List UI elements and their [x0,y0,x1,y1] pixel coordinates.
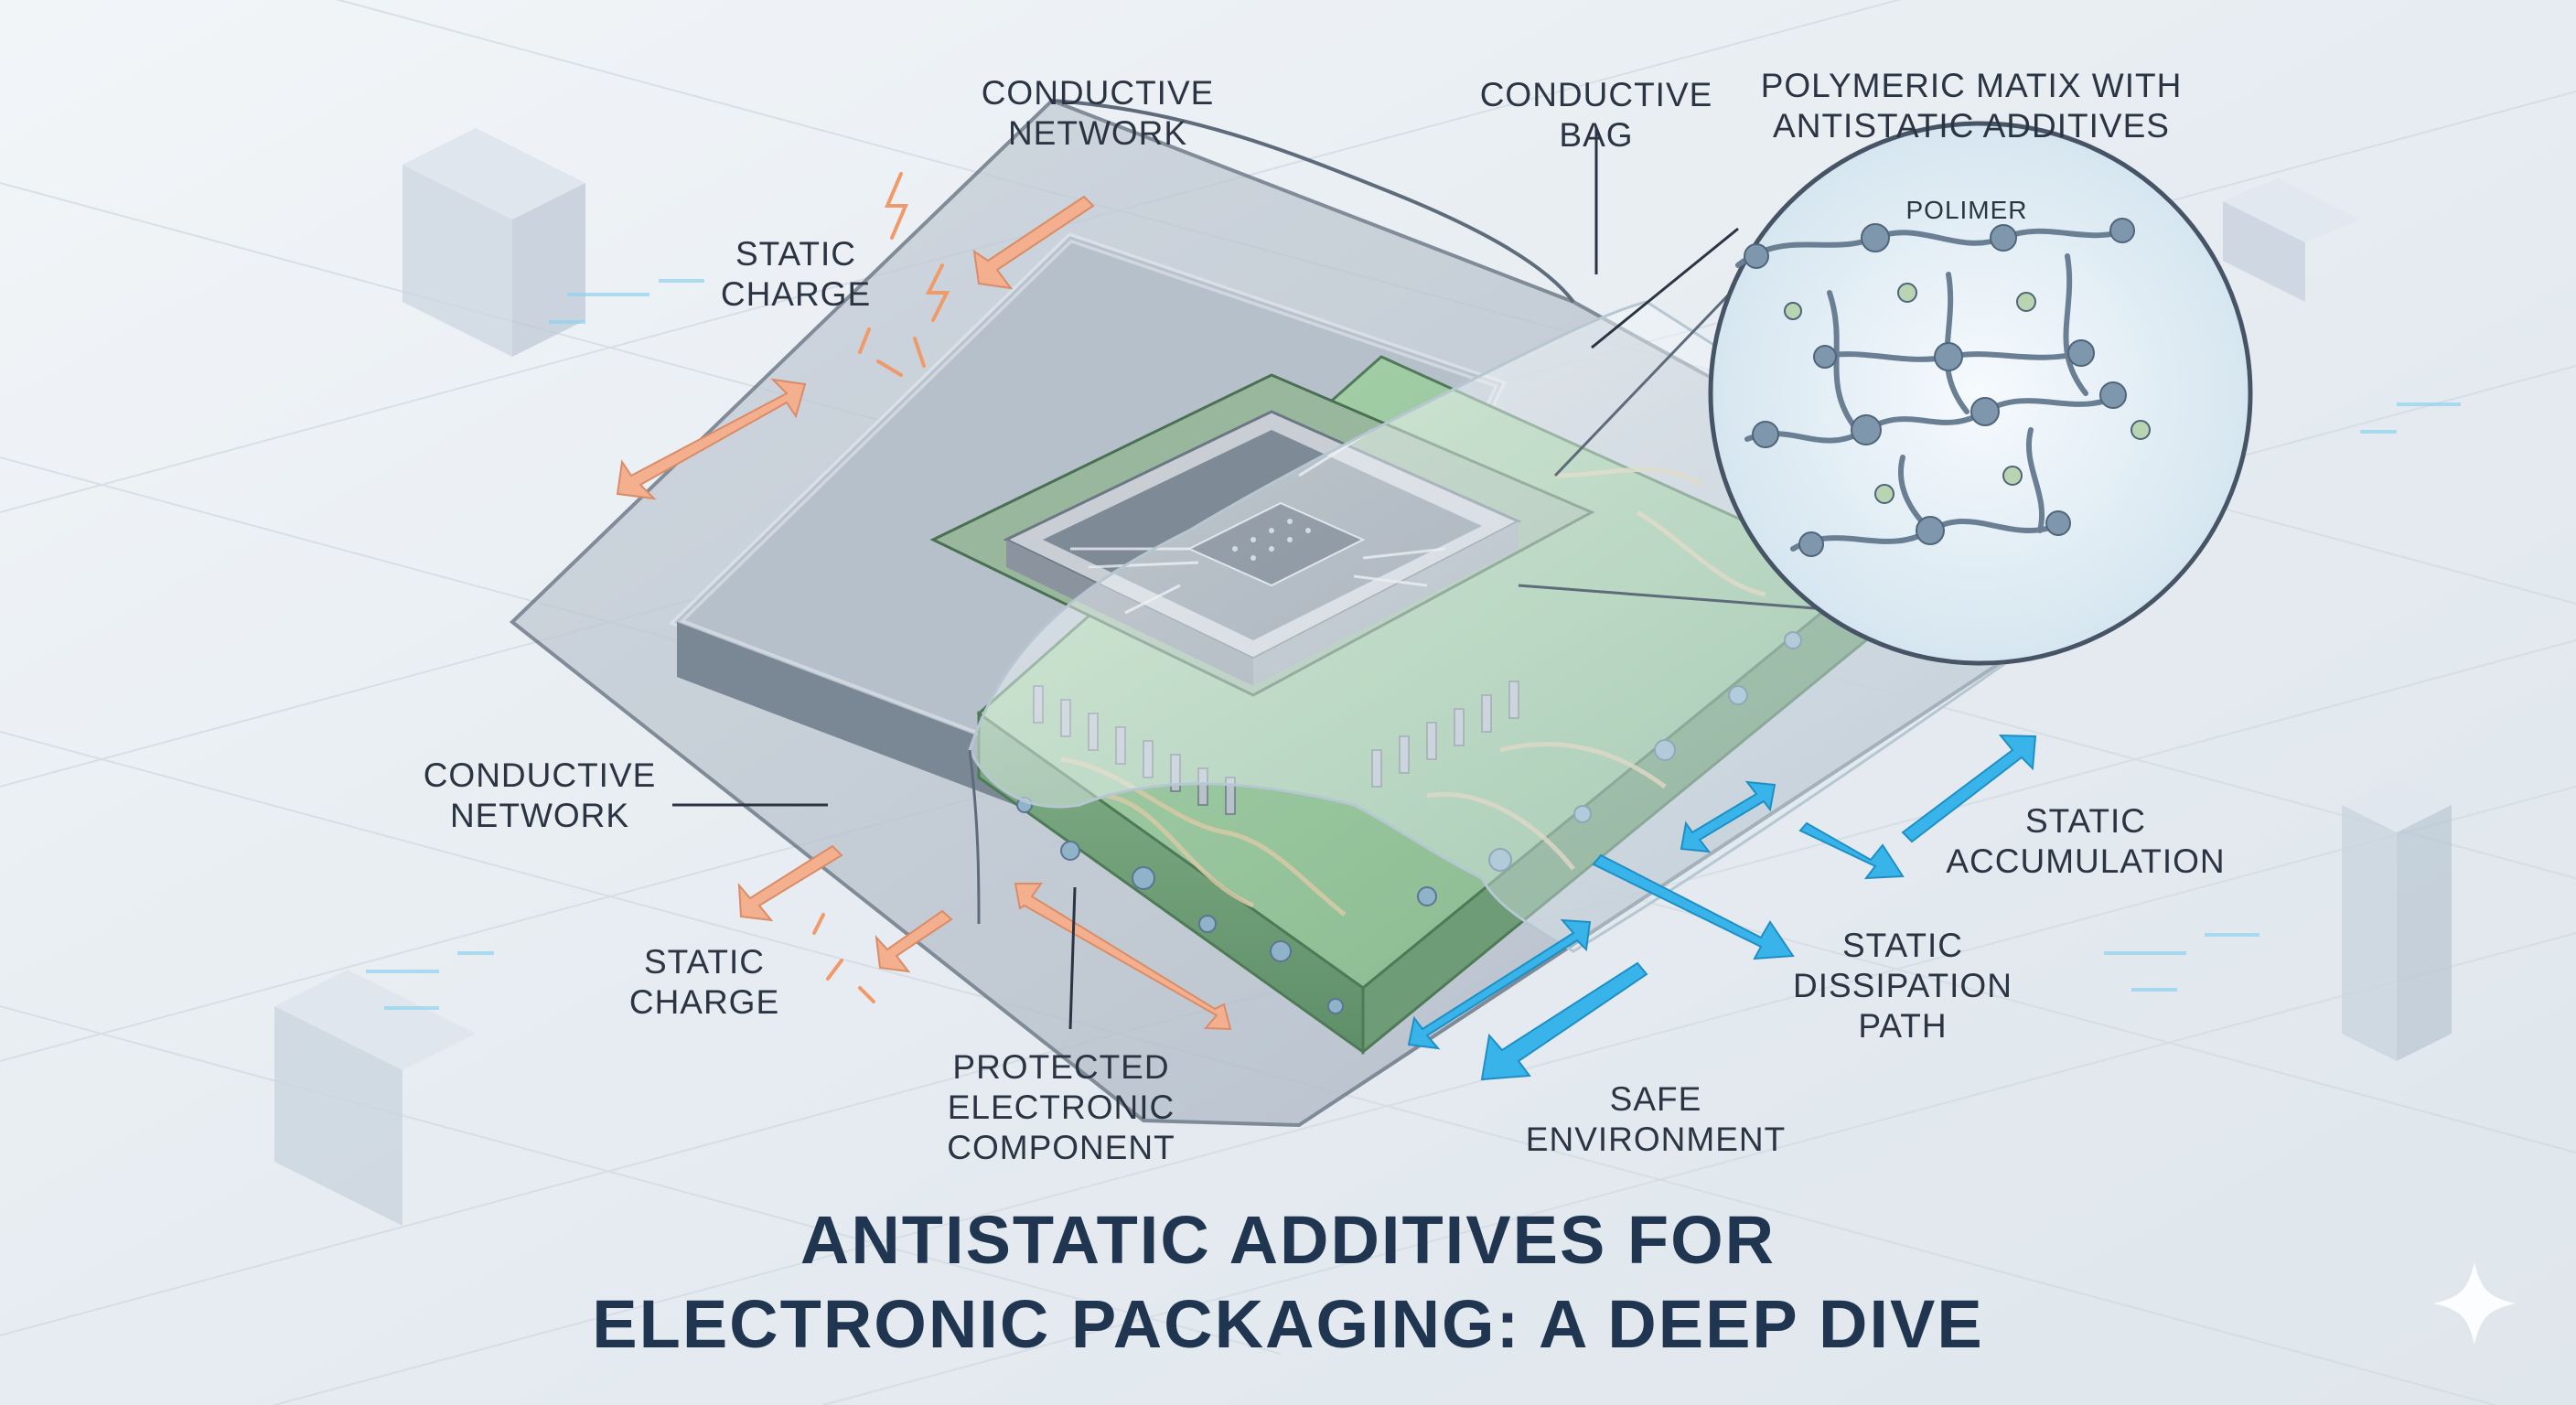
label-static-charge-top: STATIC CHARGE [720,235,872,313]
arrow-static-dissipation-path [1592,853,1795,960]
decor-prism-right-top [2223,178,2360,302]
label-static-accumulation: STATIC ACCUMULATION [1946,802,2226,880]
label-conductive-bag: CONDUCTIVE BAG [1479,76,1713,154]
page-title: ANTISTATIC ADDITIVES FOR ELECTRONIC PACK… [0,1198,2576,1367]
decor-data-streaks [366,279,2461,1010]
arrow-safe-environment-double [1407,918,1592,1050]
arrow-static-accumulation-down [1798,821,1905,880]
label-polymeric-matrix: POLYMERIC MATIX WITH ANTISTATIC ADDITIVE… [1760,67,2183,145]
page-title-line-2: ELECTRONIC PACKAGING: A DEEP DIVE [592,1286,1984,1362]
dissipation-arrows [1407,734,2037,1081]
decor-prism-right-bottom [2342,778,2452,1061]
label-safe-environment: SAFE ENVIRONMENT [1525,1080,1787,1158]
lightning-spark-icon [812,172,950,1003]
decor-prism-left-bottom [274,970,476,1226]
polymer-atoms [1744,218,2151,557]
charge-arrow-lower-1 [737,844,843,922]
sparkle-star-icon [2433,1262,2516,1345]
charge-arrow-top [972,195,1095,290]
label-polimer: POLIMER [1905,196,2028,224]
polymer-magnifier [1708,121,2253,666]
decor-prism-left-top [402,128,585,357]
label-static-dissipation-path: STATIC DISSIPATION PATH [1793,927,2012,1045]
page-title-line-1: ANTISTATIC ADDITIVES FOR [800,1202,1776,1278]
label-conductive-network-left: CONDUCTIVE NETWORK [423,756,657,834]
label-conductive-network-top: CONDUCTIVE NETWORK [981,74,1215,152]
charge-arrow-double-left [616,378,807,500]
charge-arrow-double-bottom [1014,883,1232,1031]
arrow-small-dissipation [1680,780,1776,853]
label-leaders [672,128,1739,1030]
charge-arrow-lower-2 [875,909,953,973]
label-protected-component: PROTECTED ELECTRONIC COMPONENT [947,1048,1175,1166]
label-static-charge-bottom: STATIC CHARGE [628,943,780,1021]
arrow-static-accumulation-up [1901,734,2037,843]
static-charge-arrows [616,195,1232,1031]
arrow-safe-environment-left [1480,961,1648,1081]
